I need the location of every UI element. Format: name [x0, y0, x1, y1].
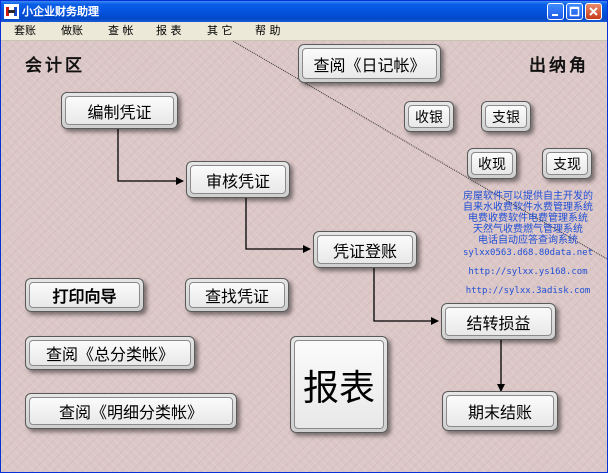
menu-item-bookkeeping[interactable]: 做账 — [61, 24, 83, 37]
post-voucher-button[interactable]: 凭证登账 — [313, 231, 417, 268]
pay-bank-label: 支银 — [485, 105, 527, 128]
menu-item-sets[interactable]: 套账 — [14, 24, 36, 37]
info-url-link[interactable]: http://sylxx.ys168.com — [468, 267, 588, 277]
app-icon — [4, 4, 19, 19]
divider-line — [232, 41, 607, 260]
close-icon — [589, 7, 598, 16]
find-voucher-button[interactable]: 查找凭证 — [185, 278, 289, 312]
reports-label: 报表 — [294, 340, 384, 429]
make-voucher-label: 编制凭证 — [65, 96, 174, 125]
period-close-label: 期末结账 — [446, 395, 554, 427]
transfer-pl-button[interactable]: 结转损益 — [441, 303, 556, 340]
info-line: 房屋软件可以提供自主开发的 — [463, 191, 593, 202]
receive-cash-label: 收现 — [471, 152, 513, 175]
pay-cash-button[interactable]: 支现 — [542, 148, 592, 179]
audit-voucher-button[interactable]: 审核凭证 — [186, 161, 290, 198]
receive-cash-button[interactable]: 收现 — [467, 148, 517, 179]
flow-lines — [117, 41, 607, 392]
audit-voucher-label: 审核凭证 — [190, 165, 286, 194]
close-button[interactable] — [585, 3, 602, 20]
find-voucher-label: 查找凭证 — [189, 282, 285, 308]
pay-bank-button[interactable]: 支银 — [481, 101, 531, 132]
receive-bank-button[interactable]: 收银 — [404, 101, 454, 132]
minimize-icon — [552, 14, 558, 16]
maximize-icon — [569, 6, 580, 17]
maximize-button[interactable] — [566, 3, 583, 20]
print-wizard-label: 打印向导 — [29, 282, 140, 308]
menu-item-reports[interactable]: 报 表 — [156, 24, 182, 37]
info-line: 电话自动应答查询系统 — [478, 235, 578, 246]
info-line: 天然气收费燃气管理系统 — [473, 224, 583, 235]
window-title: 小企业财务助理 — [22, 5, 99, 18]
pay-cash-label: 支现 — [546, 152, 588, 175]
diary-button[interactable]: 查阅《日记帐》 — [298, 44, 441, 83]
title-bar[interactable]: 小企业财务助理 — [1, 1, 607, 22]
transfer-pl-label: 结转损益 — [445, 307, 552, 336]
info-line: 自来水收费软件水费管理系统 — [463, 202, 593, 213]
flow-arrow-audit-to-post — [245, 197, 311, 253]
detail-ledger-button[interactable]: 查阅《明细分类帐》 — [25, 393, 237, 429]
main-canvas: 会计区 出纳角 查阅《日记帐》 收银 支银 收现 支现 编制凭证 审核凭证 凭证… — [1, 41, 607, 472]
period-close-button[interactable]: 期末结账 — [442, 391, 558, 431]
info-url-link[interactable]: http://sylxx.3adisk.com — [465, 286, 591, 296]
make-voucher-button[interactable]: 编制凭证 — [61, 92, 178, 129]
print-wizard-button[interactable]: 打印向导 — [25, 278, 144, 312]
reports-button[interactable]: 报表 — [290, 336, 388, 433]
receive-bank-label: 收银 — [408, 105, 450, 128]
minimize-button[interactable] — [547, 3, 564, 20]
menu-item-help[interactable]: 帮 助 — [255, 24, 281, 37]
section-label-cashier: 出纳角 — [529, 56, 589, 76]
section-label-accounting: 会计区 — [25, 56, 85, 76]
info-address: sylxx0563.d68.80data.net — [462, 248, 594, 258]
flow-arrow-post-to-transfer — [373, 267, 439, 325]
promo-info-block: 房屋软件可以提供自主开发的 自来水收费软件水费管理系统 电费收费软件电费管理系统… — [453, 191, 603, 297]
info-line: 电费收费软件电费管理系统 — [468, 213, 588, 224]
menu-item-query[interactable]: 查 帐 — [108, 24, 134, 37]
diary-button-label: 查阅《日记帐》 — [302, 48, 437, 79]
menu-bar: 套账 做账 查 帐 报 表 其 它 帮 助 — [1, 22, 607, 41]
menu-item-other[interactable]: 其 它 — [207, 24, 233, 37]
general-ledger-button[interactable]: 查阅《总分类帐》 — [25, 336, 195, 370]
general-ledger-label: 查阅《总分类帐》 — [29, 340, 191, 366]
flow-arrow-make-to-audit — [117, 126, 184, 185]
post-voucher-label: 凭证登账 — [317, 235, 413, 264]
detail-ledger-label: 查阅《明细分类帐》 — [29, 397, 233, 425]
